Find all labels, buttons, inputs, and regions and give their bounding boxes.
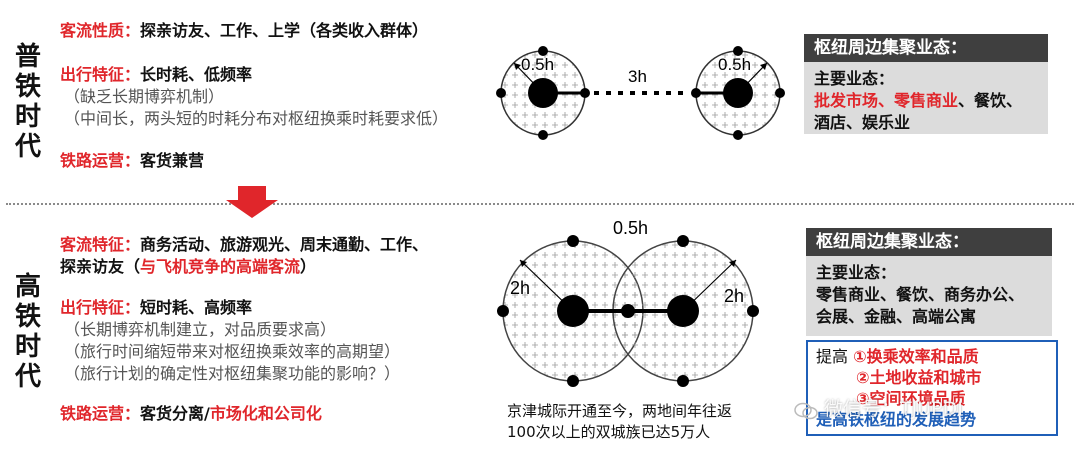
- passenger-close-hs: ）: [300, 257, 317, 276]
- passenger-label: 客流性质：: [60, 21, 141, 40]
- travel-label-hs: 出行特征：: [60, 298, 141, 317]
- passenger-text2-hs: 探亲访友（: [60, 257, 141, 276]
- ops-label: 铁路运营：: [60, 151, 141, 170]
- hs-station-right: [667, 295, 699, 327]
- station-node-right: [723, 78, 753, 108]
- panel-line2-bottom: 零售商业、餐饮、商务办公、: [816, 285, 1025, 304]
- panel-line3-bottom: 会展、金融、高端公寓: [816, 307, 977, 326]
- panel-line3-top: 酒店、娱乐业: [814, 113, 911, 132]
- highspeed-rail-diagram: 0.5h 2h 2h: [497, 218, 759, 387]
- hs-station-left: [557, 295, 589, 327]
- travel-text-hs: 短时耗、高频率: [140, 298, 253, 317]
- hs-radius-label-right: 2h: [724, 286, 744, 306]
- section-divider: [6, 203, 1074, 205]
- caption-line-2: 100次以上的双城族已达5万人: [507, 423, 711, 441]
- goal-box: 提高 ①换乘效率和品质 ②土地收益和城市 ③空间环境品质 是高铁枢纽的发展趋势: [806, 340, 1058, 436]
- hs-top-label: 0.5h: [613, 218, 648, 238]
- arrowhead-right: [760, 63, 767, 70]
- passenger-row2-hs: 探亲访友（与飞机竞争的高端客流）: [60, 256, 316, 278]
- travel-feature-row: 出行特征：长时耗、低频率: [60, 64, 252, 86]
- hs-radius-label-left: 2h: [510, 278, 530, 298]
- goal-1: ①换乘效率和品质: [853, 347, 979, 366]
- transition-arrow-icon: [226, 186, 278, 218]
- passenger-nature-row: 客流性质：探亲访友、工作、上学（各类收入群体）: [60, 20, 428, 42]
- panel-red-top: 批发市场、零售商业: [814, 91, 959, 110]
- travel-sub-1: （缺乏长期博弈机制）: [64, 87, 225, 106]
- passenger-text: 探亲访友、工作、上学（各类收入群体）: [140, 21, 429, 40]
- ops-text-hs: 客货分离/: [140, 404, 210, 423]
- rail-ops-row-hs: 铁路运营：客货分离/市场化和公司化: [60, 403, 322, 425]
- era-title-conventional: 普铁时代: [14, 42, 41, 162]
- goal-2: ②土地收益和城市: [856, 368, 982, 387]
- goal-3: ③空间环境品质: [856, 389, 966, 408]
- panel-intro-top: 主要业态：: [814, 69, 895, 88]
- travel-feature-row-hs: 出行特征：短时耗、高频率: [60, 297, 252, 319]
- panel-intro-bottom: 主要业态：: [816, 263, 897, 282]
- passenger-feature-row: 客流特征：商务活动、旅游观光、周末通勤、工作、: [60, 234, 428, 256]
- watermark: 微信号：TJUPDI: [794, 394, 1064, 424]
- wechat-icon: [794, 400, 818, 420]
- rail-ops-row: 铁路运营：客货兼营: [60, 150, 204, 172]
- travel-text: 长时耗、低频率: [140, 65, 253, 84]
- panel-title-top: 枢纽周边集聚业态：: [804, 34, 1048, 62]
- travel-sub-1-hs: （长期博弈机制建立，对品质要求高）: [64, 320, 337, 339]
- panel-body-bottom: 主要业态： 零售商业、餐饮、商务办公、 会展、金融、高端公寓: [806, 256, 1052, 336]
- ops-label-hs: 铁路运营：: [60, 404, 141, 423]
- panel-title-bottom: 枢纽周边集聚业态：: [806, 228, 1052, 256]
- radius-label-right: 0.5h: [718, 55, 751, 74]
- caption-line-1: 京津城际开通至今，两地间年往返: [507, 402, 733, 420]
- travel-sub-3-hs: （旅行计划的确定性对枢纽集聚功能的影响？）: [64, 364, 401, 383]
- ops-text: 客货兼营: [140, 151, 205, 170]
- ops-red-hs: 市场化和公司化: [209, 404, 322, 423]
- panel-after-red-top: 、餐饮、: [958, 91, 1023, 110]
- goal-prefix: 提高: [816, 347, 849, 366]
- station-node-left: [528, 78, 558, 108]
- era-title-highspeed: 高铁时代: [14, 272, 41, 392]
- watermark-text: 微信号：TJUPDI: [824, 398, 963, 420]
- conventional-rail-diagram: 0.5h 0.5h 3h: [496, 46, 785, 140]
- radius-label-left: 0.5h: [521, 55, 554, 74]
- travel-sub-2-hs: （旅行时间缩短带来对枢纽换乘效率的高期望）: [64, 342, 401, 361]
- passenger-text-hs: 商务活动、旅游观光、周末通勤、工作、: [140, 235, 429, 254]
- travel-sub-2: （中间长，两头短的时耗分布对枢纽换乘时耗要求低）: [64, 109, 449, 128]
- passenger-label-hs: 客流特征：: [60, 235, 141, 254]
- distance-label: 3h: [628, 67, 647, 86]
- passenger-red-hs: 与飞机竞争的高端客流: [140, 257, 301, 276]
- goal-conclusion: 是高铁枢纽的发展趋势: [816, 410, 977, 429]
- panel-body-top: 主要业态： 批发市场、零售商业、餐饮、 酒店、娱乐业: [804, 62, 1048, 134]
- arrowhead-left: [514, 63, 521, 70]
- travel-label: 出行特征：: [60, 65, 141, 84]
